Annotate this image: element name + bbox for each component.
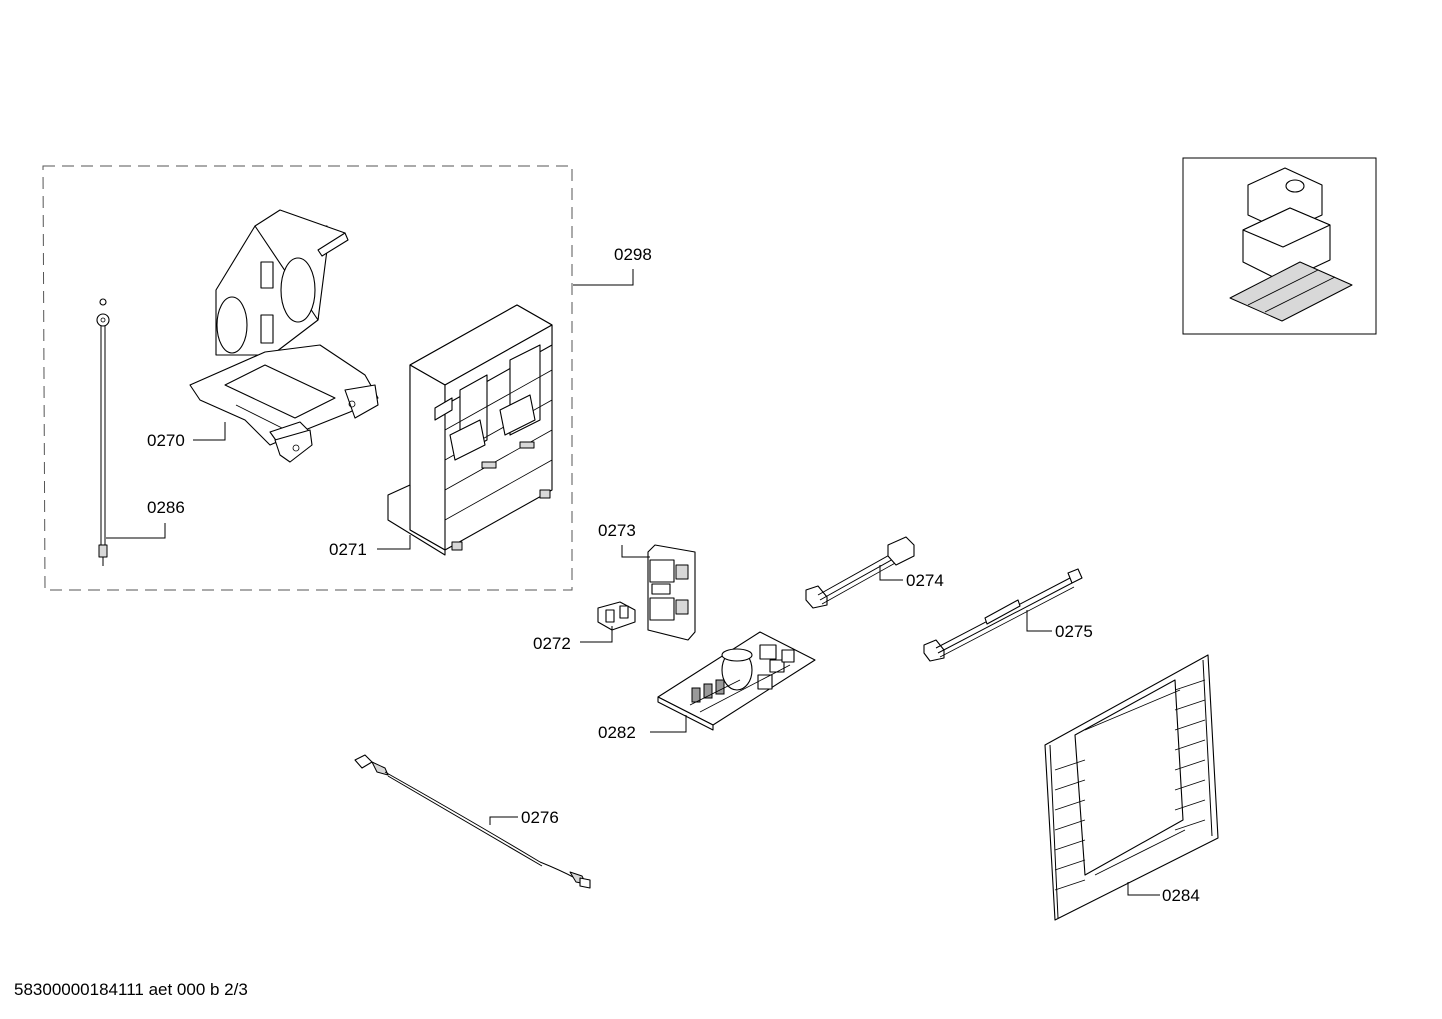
- leader-0274: [879, 565, 903, 581]
- part-label-0273: 0273: [598, 521, 636, 540]
- leader-0282: [650, 715, 687, 733]
- part-label-0275: 0275: [1055, 622, 1093, 641]
- part-label-0270: 0270: [147, 431, 185, 450]
- part-0273-relay-board[interactable]: [647, 544, 696, 641]
- part-0275-cable[interactable]: [923, 568, 1083, 662]
- leader-0284: [1127, 882, 1160, 896]
- part-label-0282: 0282: [598, 723, 636, 742]
- part-0272-clip[interactable]: [597, 601, 636, 631]
- leader-0272: [580, 626, 613, 643]
- part-label-0274: 0274: [906, 571, 944, 590]
- leader-0276: [489, 816, 518, 825]
- leader-0270: [193, 422, 226, 441]
- assembly-group-boundary: [42, 165, 573, 591]
- part-0271-housing[interactable]: [387, 304, 553, 556]
- part-label-0298: 0298: [614, 245, 652, 264]
- part-label-0272: 0272: [533, 634, 571, 653]
- part-0274-cable[interactable]: [805, 536, 915, 609]
- part-0284-grid-panel[interactable]: [1044, 654, 1219, 921]
- leader-0286: [106, 523, 166, 539]
- leader-0271: [377, 535, 411, 550]
- leader-lines: [106, 269, 1160, 896]
- leader-0298: [573, 269, 634, 286]
- part-0276-wire-harness[interactable]: [354, 754, 591, 889]
- leader-0275: [1026, 610, 1052, 632]
- part-label-0271: 0271: [329, 540, 367, 559]
- overview-thumbnail: [1182, 157, 1377, 335]
- part-0286-ground-wire[interactable]: [96, 298, 110, 566]
- drawing-code-footer: 58300000184111 aet 000 b 2/3: [14, 980, 248, 999]
- part-label-0284: 0284: [1162, 886, 1200, 905]
- leader-0273: [621, 545, 650, 558]
- part-0270-bracket[interactable]: [189, 209, 379, 463]
- part-label-0276: 0276: [521, 808, 559, 827]
- part-0282-main-pcb[interactable]: [657, 631, 816, 731]
- part-label-0286: 0286: [147, 498, 185, 517]
